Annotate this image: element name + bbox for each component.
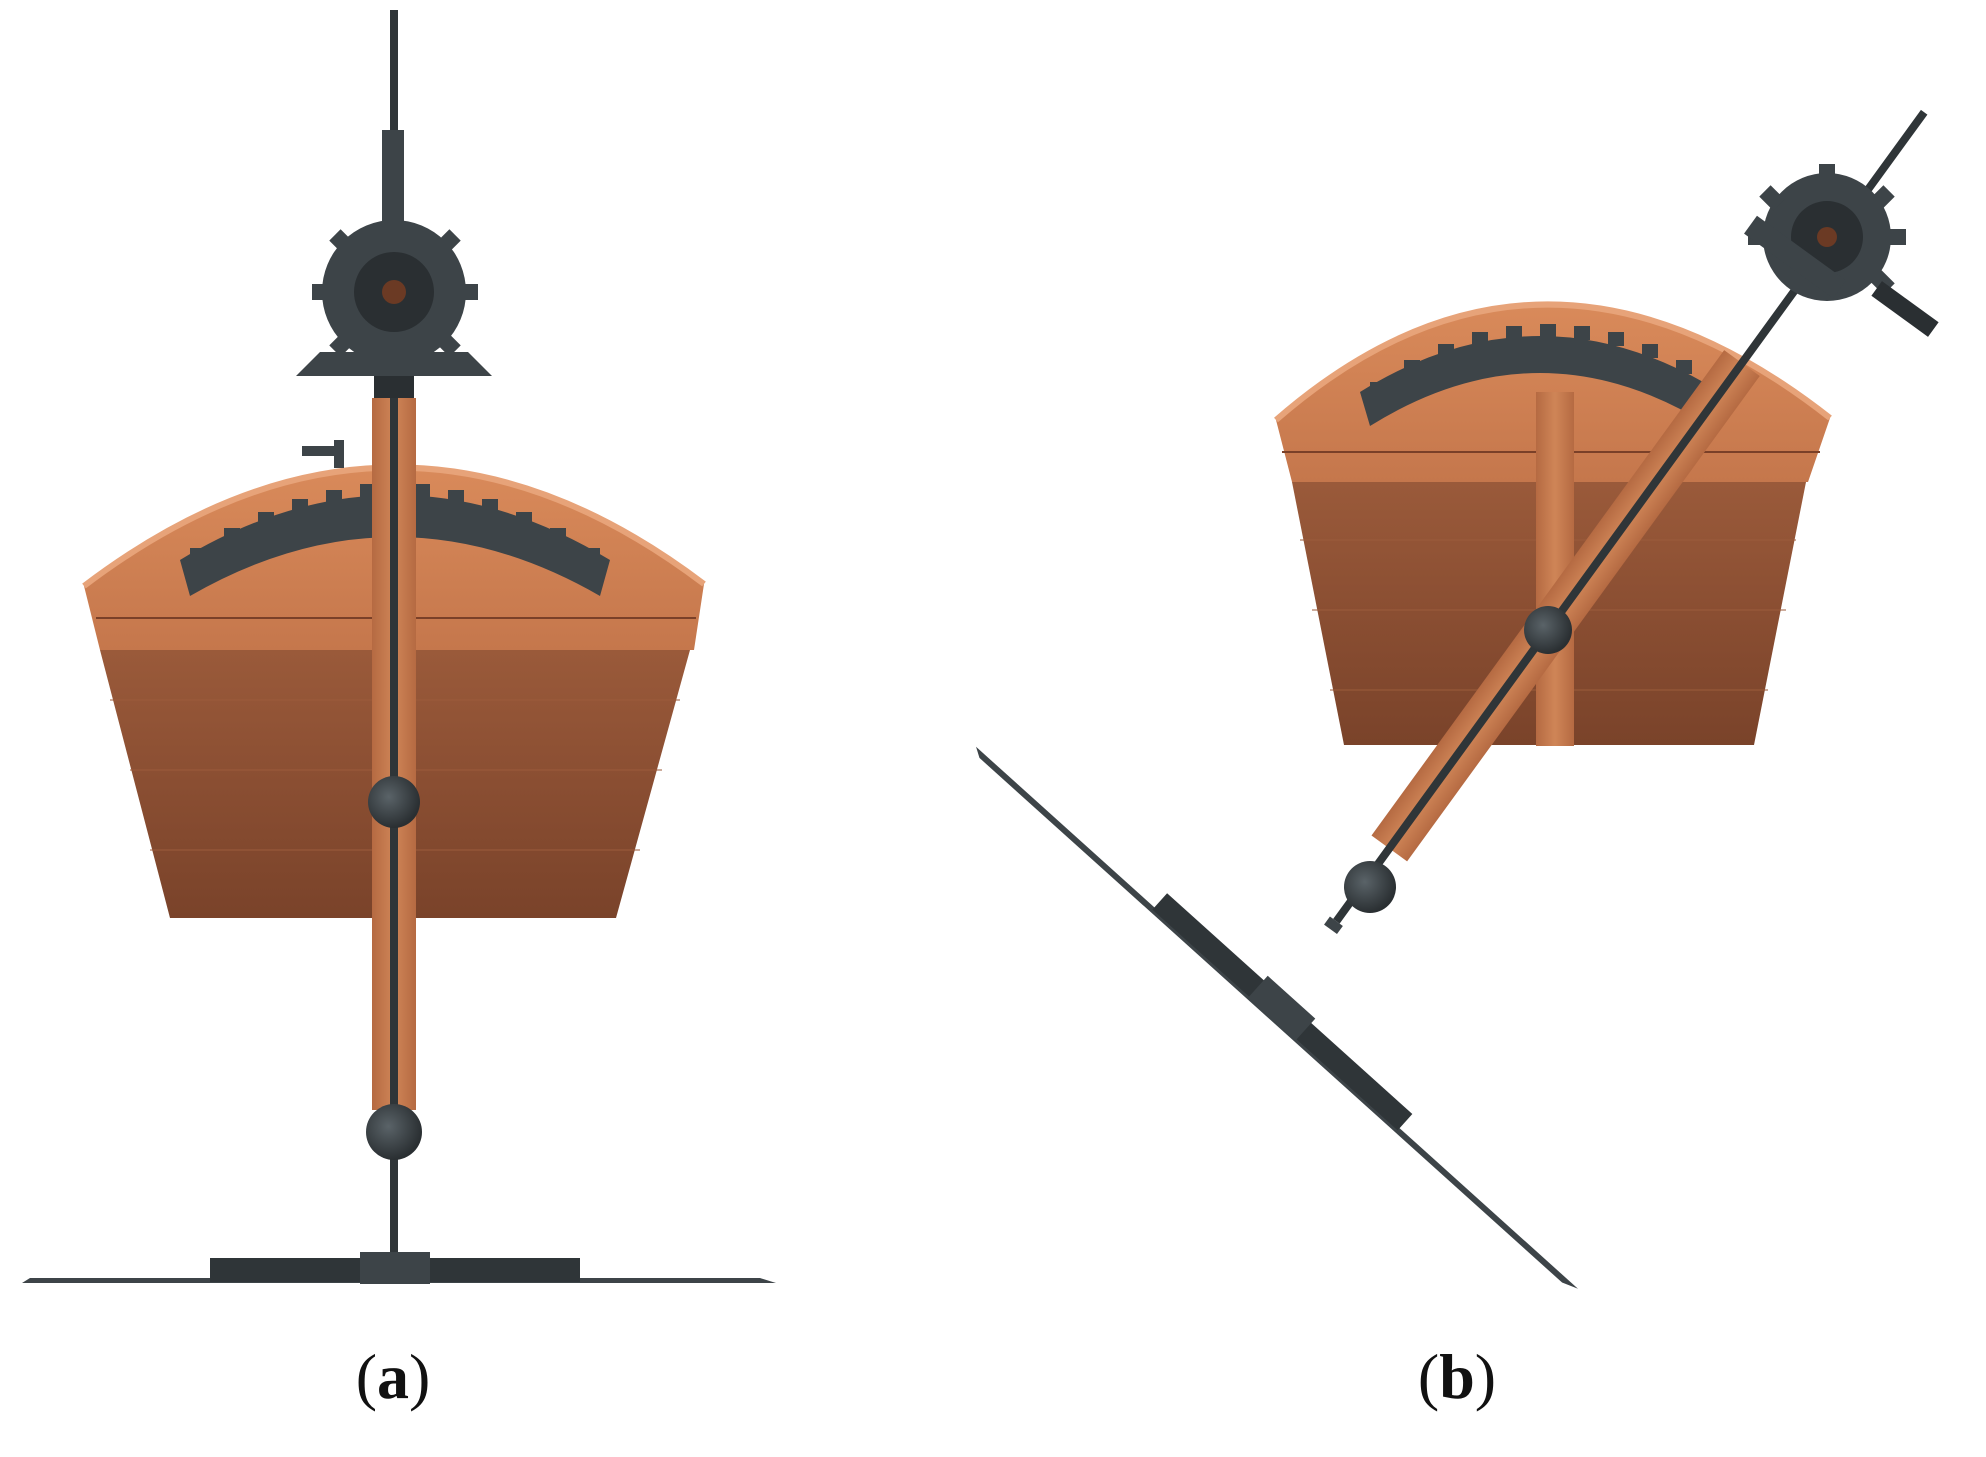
rod-a — [390, 10, 398, 1280]
rod-b — [1333, 109, 1928, 924]
pivot-knob-b — [1524, 606, 1572, 654]
gear-icon-a — [312, 212, 478, 364]
panel-label-b-letter: b — [1439, 1341, 1475, 1412]
bevel-gear-a — [296, 352, 492, 376]
ball-joint-a — [366, 1104, 422, 1160]
panel-label-b: (b) — [1417, 1341, 1497, 1412]
panel-a-front-view — [22, 10, 776, 1284]
scale-arc-a — [180, 484, 610, 596]
panel-b-rotated-view — [976, 109, 1939, 1289]
scale-arc-b — [1360, 324, 1720, 426]
panel-label-a-letter: a — [377, 1341, 409, 1412]
gear-icon-b — [1744, 164, 1939, 337]
pivot-knob-a — [368, 776, 420, 828]
panel-label-a: (a) — [355, 1341, 431, 1412]
ball-joint-b — [1344, 861, 1396, 913]
